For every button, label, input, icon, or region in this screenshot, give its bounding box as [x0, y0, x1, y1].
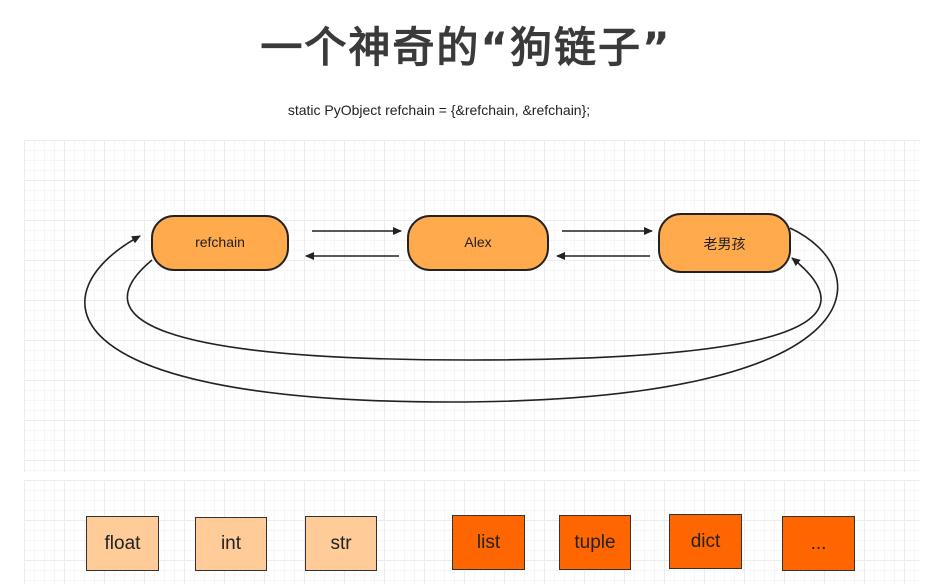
type-float: float	[86, 516, 159, 571]
page-title: 一个神奇的“狗链子”	[260, 23, 672, 72]
diagram-canvas	[24, 140, 920, 472]
node-refchain	[151, 215, 289, 271]
type-int: int	[195, 517, 267, 571]
type-tuple: tuple	[559, 515, 631, 570]
node-refchain-label: refchain	[195, 234, 245, 250]
type-dict: dict	[669, 514, 742, 569]
node-alex	[407, 215, 549, 271]
node-laonanhai-label: 老男孩	[703, 236, 746, 252]
outer-loop-arrow	[84, 227, 839, 403]
node-laonanhai	[658, 213, 791, 273]
node-alex-label: Alex	[464, 234, 492, 250]
code-line: static PyObject refchain = {&refchain, &…	[287, 102, 591, 118]
type-more: ...	[782, 516, 855, 571]
inner-loop-arrow	[126, 257, 822, 361]
type-list: list	[452, 515, 525, 570]
type-str: str	[305, 516, 377, 571]
